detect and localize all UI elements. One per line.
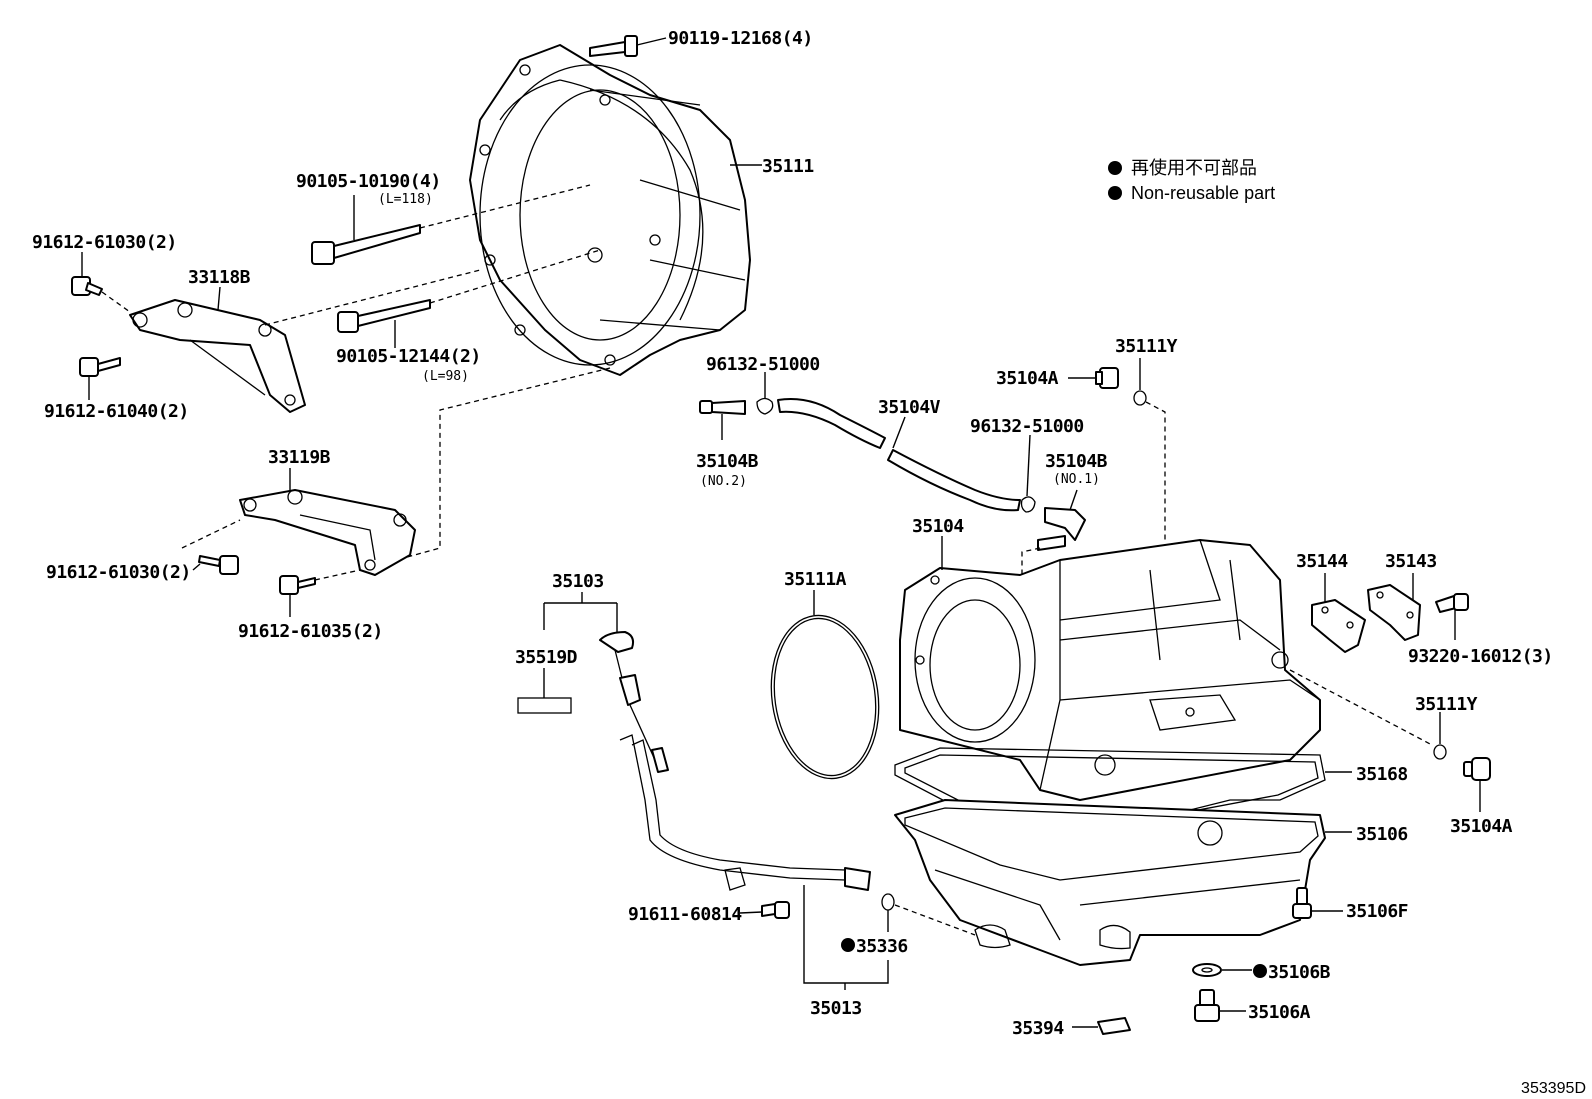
label-91612-61035: 91612-61035(2) <box>238 621 383 642</box>
oil-pan-35106 <box>894 799 1326 966</box>
label-35111A: 35111A <box>784 569 847 590</box>
gasket-35106B <box>1192 963 1222 977</box>
label-35336: 35336 <box>856 936 908 957</box>
bolt-90105-10190 <box>311 224 421 265</box>
label-96132-51000-right: 96132-51000 <box>970 416 1084 437</box>
label-35104: 35104 <box>912 516 964 537</box>
dipstick-tube-35013 <box>599 631 871 891</box>
label-91612-61030-top: 91612-61030(2) <box>32 232 177 253</box>
label-90119-12168: 90119-12168(4) <box>668 28 813 49</box>
label-35111Y-top: 35111Y <box>1115 336 1178 357</box>
label-91611-60814: 91611-60814 <box>628 904 742 925</box>
label-35103: 35103 <box>552 571 604 592</box>
label-35106B: 35106B <box>1268 962 1331 983</box>
bracket-35143 <box>1367 584 1421 641</box>
label-35104A-right: 35104A <box>1450 816 1513 837</box>
label-33119B: 33119B <box>268 447 331 468</box>
label-no1: (NO.1) <box>1053 472 1100 487</box>
legend-text-en: Non-reusable part <box>1131 183 1275 203</box>
plug-35106A <box>1194 989 1220 1022</box>
legend-dot-jp <box>1108 161 1122 175</box>
label-35111Y-right: 35111Y <box>1415 694 1478 715</box>
label-35143: 35143 <box>1385 551 1437 572</box>
label-35104B-no2: 35104B <box>696 451 759 472</box>
bolt-93220-16012 <box>1435 593 1469 613</box>
nonreusable-dot-35336 <box>841 938 855 952</box>
label-90105-12144: 90105-12144(2) <box>336 346 481 367</box>
part-35519D <box>517 697 572 714</box>
label-35104A-top: 35104A <box>996 368 1059 389</box>
label-no2: (NO.2) <box>700 474 747 489</box>
label-35013: 35013 <box>810 998 862 1019</box>
plug-35104A-right <box>1463 757 1491 781</box>
label-33118B: 33118B <box>188 267 251 288</box>
bolt-91612-61030-lower <box>198 555 239 575</box>
label-91612-61040: 91612-61040(2) <box>44 401 189 422</box>
label-35104B-no1: 35104B <box>1045 451 1108 472</box>
label-35394: 35394 <box>1012 1018 1064 1039</box>
bell-housing-35111 <box>469 44 751 376</box>
label-L118: (L=118) <box>378 192 433 207</box>
label-35106F: 35106F <box>1346 901 1408 922</box>
label-93220-16012: 93220-16012(3) <box>1408 646 1553 667</box>
bolt-90119-12168 <box>589 35 638 57</box>
union-35104B-no1 <box>1037 507 1086 551</box>
bracket-33118B <box>129 299 306 413</box>
label-90105-10190: 90105-10190(4) <box>296 171 441 192</box>
clip-96132-51000-right <box>1020 496 1036 513</box>
bolt-91612-61035 <box>279 575 316 595</box>
label-35106A: 35106A <box>1248 1002 1311 1023</box>
diagram-id: 353395D <box>1521 1080 1586 1097</box>
label-96132-51000-left: 96132-51000 <box>706 354 820 375</box>
oring-35111Y-top <box>1133 390 1147 406</box>
oring-35111A <box>770 614 880 780</box>
label-35519D: 35519D <box>515 647 578 668</box>
legend-dot-en <box>1108 186 1122 200</box>
label-35111: 35111 <box>762 156 814 177</box>
part-35394 <box>1097 1017 1131 1035</box>
label-91612-61030-lower: 91612-61030(2) <box>46 562 191 583</box>
label-35104V: 35104V <box>878 397 941 418</box>
plug-35104A-top <box>1095 367 1119 389</box>
label-35106: 35106 <box>1356 824 1408 845</box>
label-35168: 35168 <box>1356 764 1408 785</box>
clip-96132-51000-left <box>756 397 774 415</box>
label-L98: (L=98) <box>422 369 469 384</box>
oring-35111Y-right <box>1433 744 1447 760</box>
union-35104B-no2 <box>699 400 746 415</box>
hose-35104V <box>777 398 1021 512</box>
bolt-35106F <box>1292 887 1312 919</box>
bracket-33119B <box>239 489 416 576</box>
label-35144: 35144 <box>1296 551 1348 572</box>
bolt-90105-12144 <box>337 299 431 333</box>
bracket-35144 <box>1311 599 1366 653</box>
bolt-91611-60814 <box>761 901 790 919</box>
bolt-91612-61030-top <box>71 276 103 296</box>
transmission-35104 <box>899 539 1321 801</box>
nonreusable-dot-35106B <box>1253 964 1267 978</box>
legend-text-jp: 再使用不可部品 <box>1131 158 1257 178</box>
oring-35336 <box>881 893 895 911</box>
bolt-91612-61040 <box>79 357 121 377</box>
